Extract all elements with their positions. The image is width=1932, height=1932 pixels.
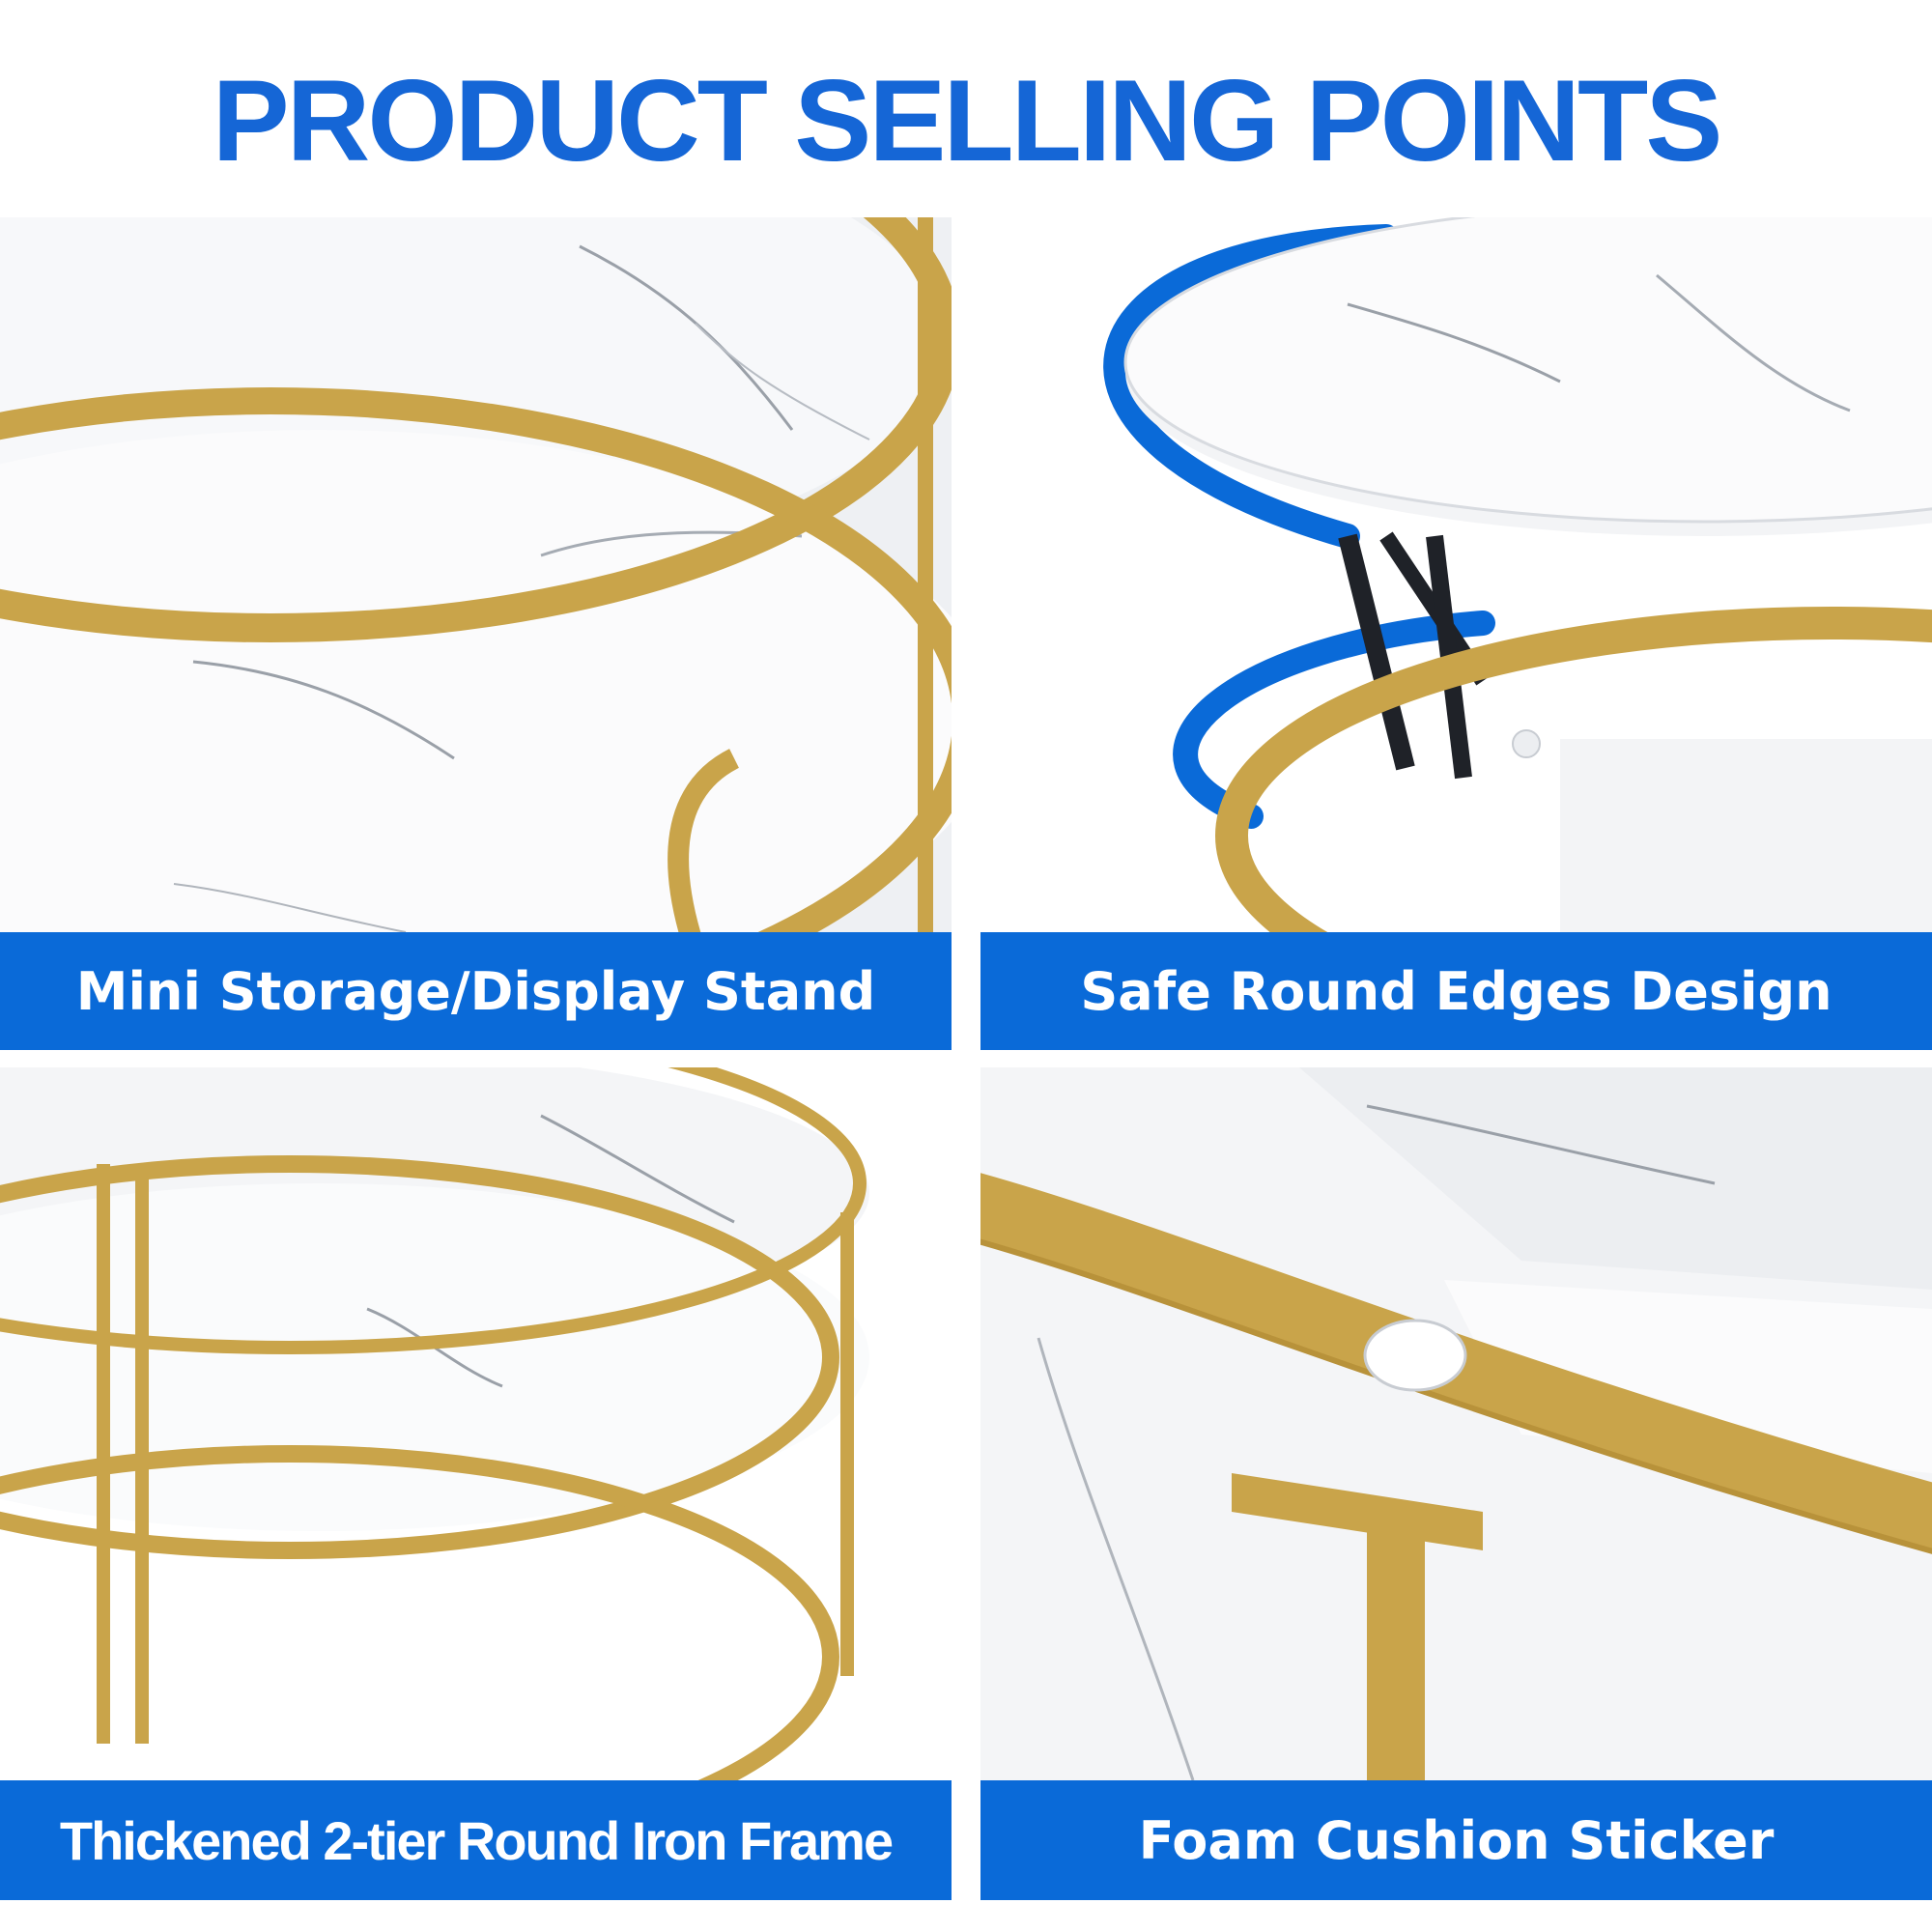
photo-storage-stand <box>0 217 952 932</box>
round-edges-illustration <box>980 217 1932 932</box>
iron-frame-illustration <box>0 1067 952 1780</box>
storage-stand-illustration <box>0 217 952 932</box>
caption-iron-frame: Thickened 2-tier Round Iron Frame <box>0 1780 952 1900</box>
page-title: PRODUCT SELLING POINTS <box>212 56 1723 185</box>
photo-iron-frame <box>0 1067 952 1780</box>
caption-foam-sticker: Foam Cushion Sticker <box>980 1780 1932 1900</box>
foam-sticker-illustration <box>980 1067 1932 1780</box>
caption-round-edges: Safe Round Edges Design <box>980 932 1932 1050</box>
photo-foam-sticker <box>980 1067 1932 1780</box>
caption-storage-stand: Mini Storage/Display Stand <box>0 932 952 1050</box>
photo-round-edges <box>980 217 1932 932</box>
